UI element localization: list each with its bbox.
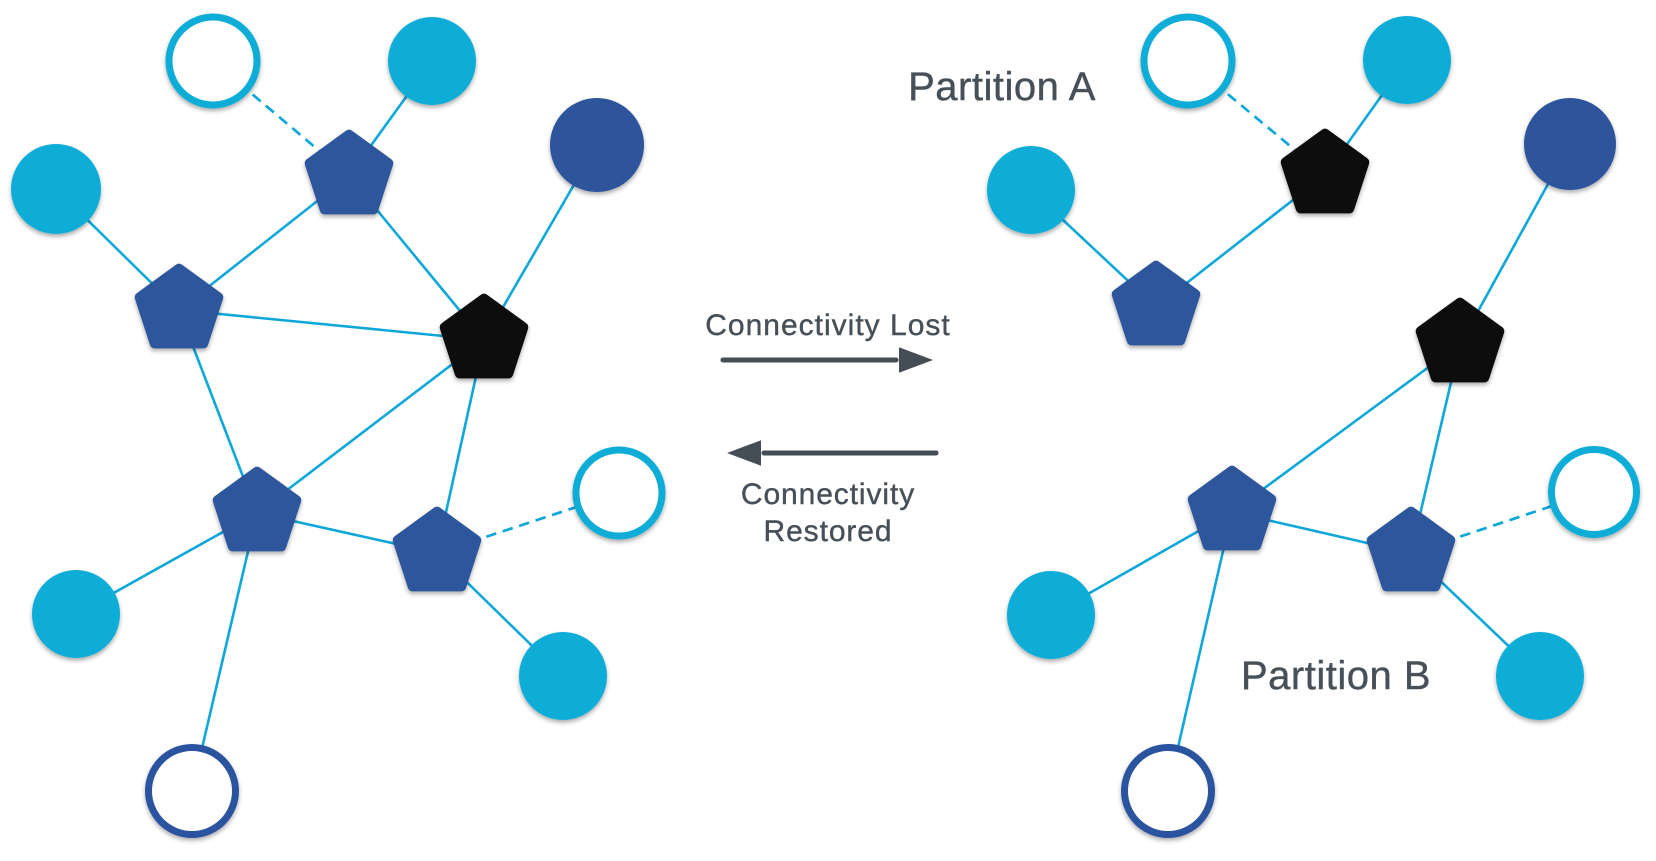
svg-text:Connectivity Lost: Connectivity Lost: [705, 309, 950, 342]
svg-text:Partition B: Partition B: [1241, 654, 1431, 698]
svg-text:Connectivity: Connectivity: [741, 478, 915, 511]
svg-text:Restored: Restored: [764, 515, 893, 548]
svg-text:Partition A: Partition A: [908, 65, 1096, 109]
